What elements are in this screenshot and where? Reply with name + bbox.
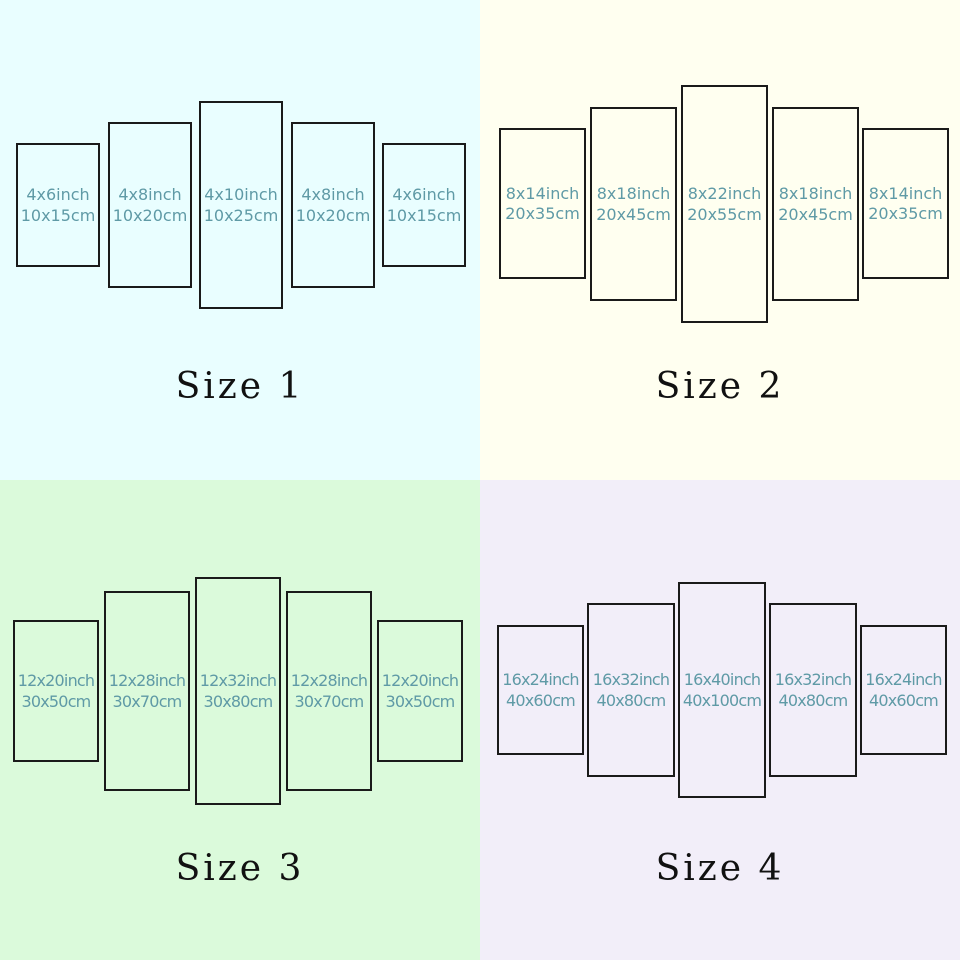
size-4-section: 16x24inch 40x60cm 16x32inch 40x80cm 16x4… (480, 480, 960, 960)
panel-cm-label: 10x20cm (112, 205, 188, 225)
panel-cm-label: 30x50cm (21, 691, 92, 711)
panel-inch-label: 16x32inch (592, 670, 670, 690)
panel-inch-label: 12x20inch (17, 671, 95, 691)
panel-cm-label: 30x70cm (294, 691, 365, 711)
panel-cm-label: 30x80cm (203, 691, 274, 711)
panel-inch-label: 12x28inch (290, 671, 368, 691)
panel-cm-label: 20x45cm (778, 204, 853, 224)
panel-3: 16x40inch 40x100cm (678, 582, 766, 798)
panel-inch-label: 8x14inch (868, 183, 943, 203)
panel-1: 16x24inch 40x60cm (497, 625, 584, 755)
panel-cm-label: 20x45cm (596, 204, 671, 224)
panel-cm-label: 10x25cm (203, 205, 279, 225)
panel-cm-label: 40x100cm (682, 690, 762, 710)
size-caption: Size 1 (175, 366, 305, 407)
panel-5: 16x24inch 40x60cm (860, 625, 947, 755)
panel-4: 16x32inch 40x80cm (769, 603, 857, 777)
panel-inch-label: 8x22inch (687, 184, 762, 204)
panel-cm-label: 40x60cm (869, 690, 939, 710)
panel-inch-label: 12x20inch (381, 671, 459, 691)
panel-cm-label: 30x50cm (385, 691, 456, 711)
panel-1: 8x14inch 20x35cm (499, 128, 586, 279)
size-caption: Size 3 (175, 848, 305, 889)
panel-inch-label: 12x28inch (108, 671, 186, 691)
panel-5: 8x14inch 20x35cm (862, 128, 949, 279)
panel-3: 12x32inch 30x80cm (195, 577, 281, 805)
panel-4: 4x8inch 10x20cm (291, 122, 375, 288)
panel-5: 4x6inch 10x15cm (382, 143, 466, 267)
panel-cm-label: 30x70cm (112, 691, 183, 711)
panel-1: 4x6inch 10x15cm (16, 143, 100, 267)
panel-cm-label: 40x80cm (778, 690, 849, 710)
panel-inch-label: 4x8inch (301, 185, 365, 205)
panel-2: 16x32inch 40x80cm (587, 603, 675, 777)
panel-4: 12x28inch 30x70cm (286, 591, 372, 791)
panel-3: 4x10inch 10x25cm (199, 101, 283, 309)
size-caption: Size 2 (655, 366, 785, 407)
panel-2: 4x8inch 10x20cm (108, 122, 192, 288)
panel-1: 12x20inch 30x50cm (13, 620, 99, 762)
panel-3: 8x22inch 20x55cm (681, 85, 768, 323)
size-1-section: 4x6inch 10x15cm 4x8inch 10x20cm 4x10inch… (0, 0, 480, 480)
panel-inch-label: 8x18inch (778, 184, 853, 204)
panel-inch-label: 4x6inch (392, 185, 456, 205)
panel-inch-label: 12x32inch (199, 671, 277, 691)
panel-inch-label: 16x32inch (774, 670, 852, 690)
panel-cm-label: 20x55cm (687, 204, 762, 224)
panel-inch-label: 8x14inch (505, 183, 580, 203)
panel-cm-label: 10x15cm (20, 205, 96, 225)
panel-cm-label: 20x35cm (505, 204, 580, 223)
panel-cm-label: 40x60cm (506, 690, 576, 710)
panel-inch-label: 4x10inch (204, 185, 278, 205)
panel-cm-label: 40x80cm (596, 690, 667, 710)
panel-cm-label: 10x20cm (295, 205, 371, 225)
panel-2: 8x18inch 20x45cm (590, 107, 677, 301)
size-3-section: 12x20inch 30x50cm 12x28inch 30x70cm 12x3… (0, 480, 480, 960)
panel-cm-label: 20x35cm (868, 204, 943, 223)
panel-4: 8x18inch 20x45cm (772, 107, 859, 301)
size-2-section: 8x14inch 20x35cm 8x18inch 20x45cm 8x22in… (480, 0, 960, 480)
size-caption: Size 4 (655, 848, 785, 889)
panel-inch-label: 4x8inch (118, 185, 182, 205)
panel-cm-label: 10x15cm (386, 205, 462, 225)
panel-5: 12x20inch 30x50cm (377, 620, 463, 762)
panel-inch-label: 16x24inch (865, 670, 942, 690)
panel-inch-label: 16x40inch (683, 670, 761, 690)
panel-inch-label: 16x24inch (502, 670, 579, 690)
panel-inch-label: 4x6inch (26, 185, 90, 205)
panel-inch-label: 8x18inch (596, 184, 671, 204)
panel-2: 12x28inch 30x70cm (104, 591, 190, 791)
